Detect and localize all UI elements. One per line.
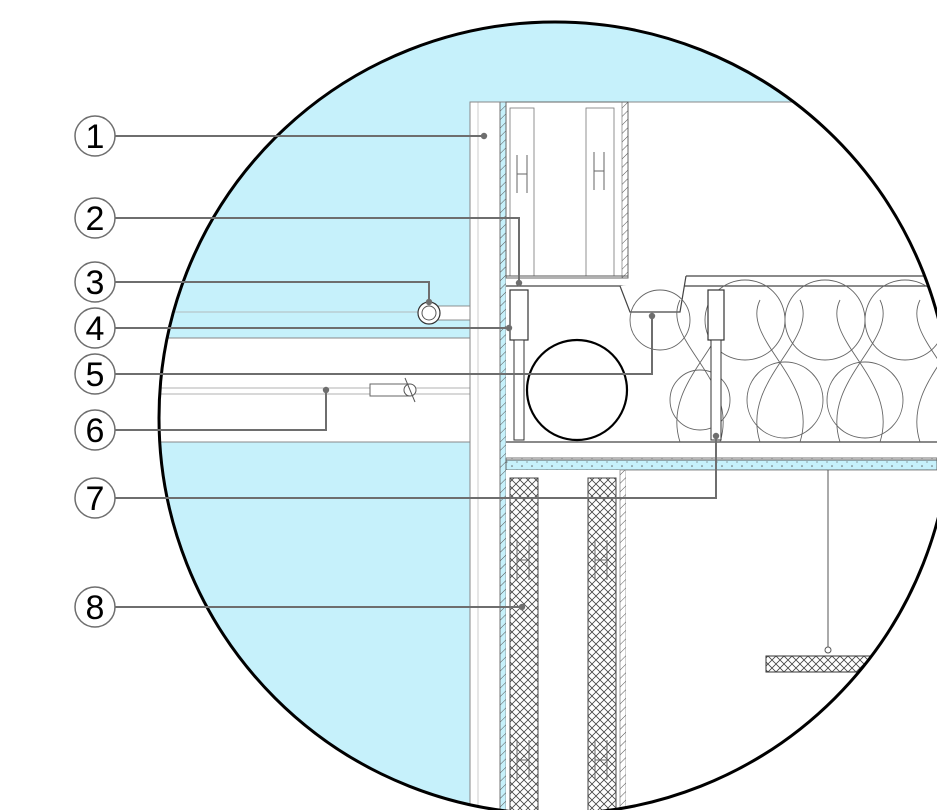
- callout-2-label: 2: [86, 200, 105, 238]
- callout-7: 7: [74, 477, 116, 519]
- callout-4-label: 4: [86, 310, 105, 348]
- callout-1-label: 1: [86, 118, 105, 156]
- callout-1: 1: [74, 115, 116, 157]
- gutter-channel: [619, 275, 687, 313]
- lower-partition-insulation-left: [509, 477, 539, 810]
- callout-5-label: 5: [86, 356, 105, 394]
- lower-partition-insulation-right: [587, 477, 617, 810]
- callout-6-label: 6: [86, 412, 105, 450]
- callout-2: 2: [74, 197, 116, 239]
- support-post-left: [509, 289, 529, 341]
- callout-5: 5: [74, 353, 116, 395]
- large-duct: [525, 338, 629, 442]
- callout-7-label: 7: [86, 480, 105, 518]
- callout-8: 8: [74, 586, 116, 628]
- support-post-right: [707, 289, 725, 341]
- insulation: [629, 279, 937, 443]
- wall-panel: [469, 101, 501, 810]
- leader-lines: [115, 135, 717, 608]
- callout-3-label: 3: [86, 264, 105, 302]
- callout-4: 4: [74, 307, 116, 349]
- anchor-bolt: [369, 377, 417, 403]
- callout-8-label: 8: [86, 589, 105, 627]
- window-frame-strip: [160, 338, 470, 442]
- callout-3: 3: [74, 261, 116, 303]
- detail-circle-outline: [157, 20, 937, 810]
- callout-6: 6: [74, 409, 116, 451]
